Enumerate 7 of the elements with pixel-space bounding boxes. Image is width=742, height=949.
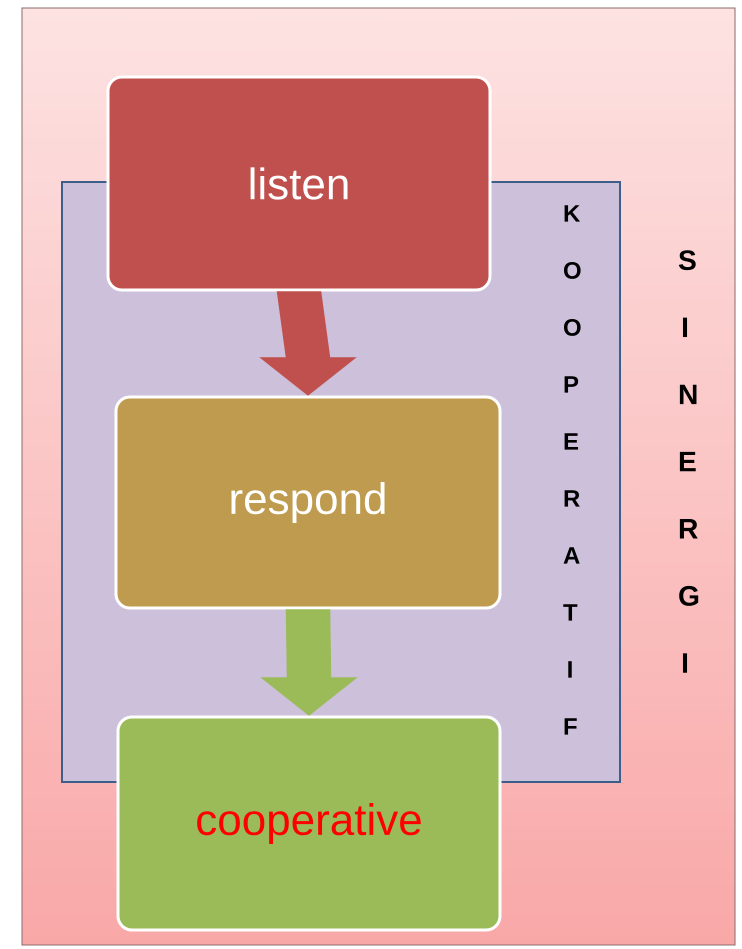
block-arrow	[260, 609, 358, 716]
vertical-label: KOOPERATIF	[563, 205, 581, 735]
block-arrow	[260, 291, 356, 396]
process-box: respond	[114, 396, 502, 610]
vertical-label: SINERGI	[678, 250, 698, 673]
process-box: listen	[106, 75, 492, 292]
process-box: cooperative	[116, 716, 502, 932]
